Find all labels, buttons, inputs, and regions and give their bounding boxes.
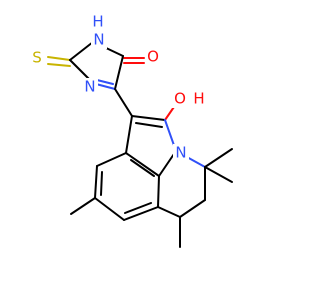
molecule-canvas: S N H O N O H N (29, 12, 233, 248)
imidazole-nitrogen-label: N (84, 78, 95, 96)
bond-ch-benz (157, 206, 181, 218)
bond-c-s-double (47, 56, 71, 61)
molecule-structure: S N H O N O H N (29, 12, 233, 248)
bond-benz-2 (94, 165, 98, 199)
label-bg-oh (172, 90, 188, 108)
bond-benz-5 (157, 175, 160, 208)
bond-benz-3 (94, 197, 125, 221)
bond-c2-n1 (69, 41, 94, 61)
label-bg-o (145, 48, 161, 66)
label-bg-ring-n (173, 144, 189, 162)
label-bg-nh (91, 31, 107, 49)
bond-benz-2-inner (100, 171, 103, 196)
ring-nitrogen-label: N (175, 144, 186, 162)
sulfur-atom-label: S (32, 49, 42, 67)
label-bg-s (29, 48, 46, 66)
carbonyl-oxygen-label: O (147, 48, 159, 66)
bond-c1-c9b (125, 115, 133, 154)
bond-n1-c5 (103, 46, 124, 57)
bond-ch2-ch (179, 199, 206, 218)
bond-c1-c2-double (135, 122, 163, 128)
nh-nitrogen-label: N (93, 31, 104, 49)
bond-benz-inner-top (130, 159, 155, 177)
bond-c2-n3 (69, 59, 90, 80)
bond-c1-c2 (131, 115, 166, 121)
bond-c9b-c9a (125, 152, 160, 177)
bond-layer (47, 41, 233, 248)
bond-n3-c4-double (96, 79, 114, 85)
bond-n3-c4 (95, 83, 116, 90)
atom-label-layer: S N H O N O H N (29, 13, 205, 162)
bond-benz-1 (96, 152, 127, 167)
hydroxyl-oxygen-label: O (174, 90, 186, 108)
nh-hydrogen-label: H (92, 13, 103, 31)
bond-methyl-gem-1 (204, 148, 233, 168)
hydroxyl-hydrogen-label: H (193, 90, 204, 108)
bond-benz-4 (123, 206, 159, 221)
bond-c-s-double-2 (47, 63, 71, 67)
bond-benz-4-inner (124, 202, 152, 214)
label-bg-n3 (82, 78, 98, 96)
bond-methyl-gem-2 (204, 166, 233, 183)
bond-c5-c4 (114, 55, 124, 90)
bond-methyl-aryl (70, 197, 96, 215)
bond-linker (114, 88, 133, 117)
